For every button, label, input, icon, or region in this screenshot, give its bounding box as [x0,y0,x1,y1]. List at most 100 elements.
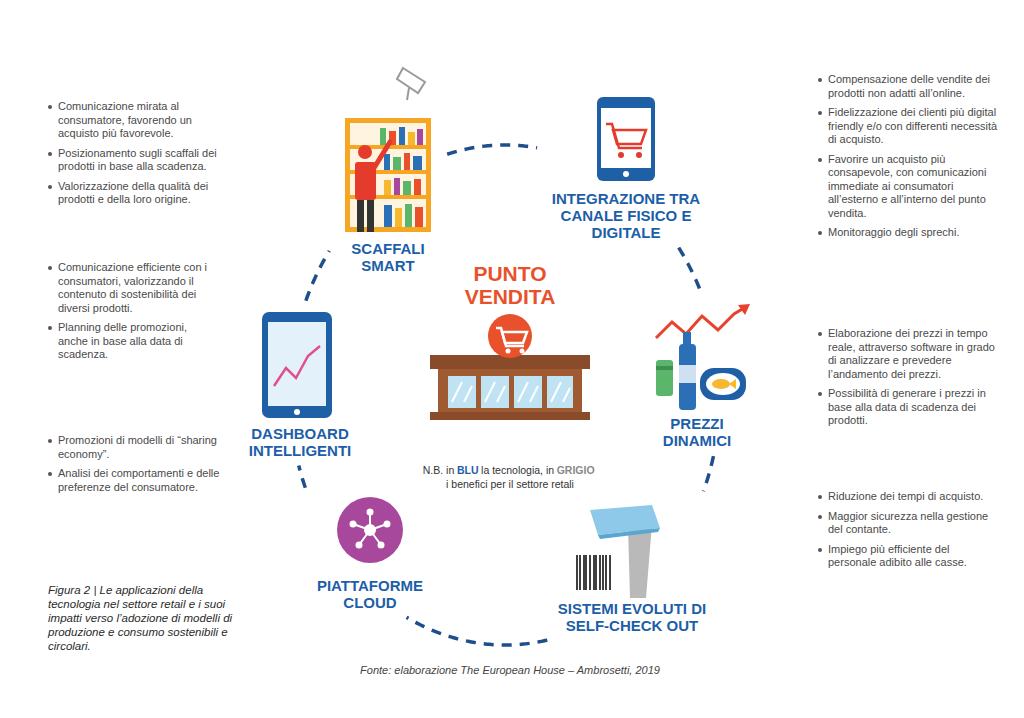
note-text: la tecnologia, in [481,464,554,476]
benefit-item-group: Comunicazione mirata al consumatore, fav… [48,100,220,213]
shelf-icon-part [374,142,390,168]
tech-node: SISTEMI EVOLUTI DI SELF-CHECK OUT [542,498,722,634]
icon-space [548,92,704,190]
benefit-item: Monitoraggio degli sprechi. [818,226,998,240]
price-icon-part [656,366,673,370]
figure-caption: Figura 2 | Le applicazioni della tecnolo… [48,583,238,653]
cloud-icon-part [364,524,376,536]
store-icon-part [514,376,542,408]
benefit-item: Possibilità di generare i prezzi in base… [818,387,998,428]
phone-icon-part [613,130,646,144]
shelf-icon-part [399,127,405,145]
price-icon-part [706,373,740,395]
shelf-icon-part [404,153,410,170]
cloud-icon-part [356,542,363,549]
tech-label: SISTEMI EVOLUTI DI SELF-CHECK OUT [546,600,718,634]
tech-node: SCAFFALI SMART [336,60,440,274]
benefit-item-group: Compensazione delle vendite dei prodotti… [818,73,998,246]
shelf-icon-part [384,205,392,227]
phone-icon-part [618,152,624,158]
store-icon-part [452,382,570,402]
icon-space [546,498,718,600]
benefit-item: Analisi dei comportamenti e delle prefer… [48,467,220,494]
icon-space [239,308,361,425]
shelf-icon-part [417,129,423,145]
ring-connector [447,145,537,154]
tablet-icon-part [294,409,300,415]
benefit-item: Planning delle promozioni, anche in base… [48,321,220,362]
scanner-icon-part [577,555,610,590]
icon-space [340,60,436,240]
icon-space [309,494,431,577]
phone-icon-part [636,152,642,158]
benefit-item: Riduzione dei tempi di acquisto. [818,490,998,504]
cloud-icon-part [337,497,403,563]
cloud-icon-part [378,542,385,549]
price-icon-part [738,304,750,315]
benefit-item: Fidelizzazione dei clienti più digital f… [818,106,998,147]
price-icon-part [700,368,746,400]
shelf-icon-part [355,162,376,200]
price-icon-part [656,360,673,396]
source-note-group: Fonte: elaborazione The European House –… [300,664,720,676]
note-text-group: N.B. inBLUla tecnologia, inGRIGIOi benef… [380,460,640,491]
cloud-icon [337,497,403,563]
shelf-icon-part [403,181,411,195]
store-icon-part [438,369,582,413]
benefit-item: Comunicazione efficiente con i consumato… [48,261,220,315]
cloud-icon-part [384,521,391,528]
tech-label: PIATTAFORME CLOUD [309,577,431,611]
ring-connector [306,251,329,301]
shelf-icon-part [367,200,374,232]
shelf-icon-part [408,132,415,145]
benefit-item-group: Promozioni di modelli di “sharing econom… [48,434,220,500]
scanner-icon-part [598,528,660,539]
tech-node: INTEGRAZIONE TRA CANALE FISICO E DIGITAL… [544,92,708,241]
shelf-icon [345,68,431,232]
cloud-icon-part [350,521,357,528]
shelf-icon-part [407,88,409,100]
shelf-icon-part [395,208,402,227]
note-text: GRIGIO [557,464,595,476]
shelf-icon-part [413,156,422,170]
scanner-icon [577,505,660,598]
store-icon-part [506,349,511,354]
tablet-icon [262,312,332,418]
price-icon [656,304,750,410]
tech-label: SCAFFALI SMART [340,240,436,274]
price-icon-part [679,365,696,383]
shelf-icon-part [415,207,423,227]
phone-icon-part [597,97,655,181]
shelf-icon-part [384,180,391,195]
shelf-icon-part [405,204,412,227]
note-text: i benefici per il settore retali [380,478,640,491]
benefit-item-group: Riduzione dei tempi di acquisto. Maggior … [818,490,998,576]
phone-icon [597,97,655,181]
tech-node: PIATTAFORME CLOUD [305,494,435,611]
icon-space [648,300,746,415]
shelf-icon-part [380,128,386,145]
center-title: PUNTO VENDITA [445,262,575,308]
benefit-item: Impiego più efficiente del personale adi… [818,543,998,570]
shelf-icon-part [394,178,400,195]
tech-label: INTEGRAZIONE TRA CANALE FISICO E DIGITAL… [548,190,704,241]
benefit-item: Promozioni di modelli di “sharing econom… [48,434,220,461]
ring-connector [299,466,306,488]
center-title-group: PUNTO VENDITA [445,262,575,308]
phone-icon-part [623,171,629,177]
tablet-icon-part [274,346,320,386]
note-text: N.B. in [423,464,455,476]
price-icon-part [679,344,696,410]
shelf-icon-part [393,157,401,170]
store-icon-part [448,376,476,408]
benefit-item: Maggior sicurezza nella gestione del con… [818,510,998,537]
store-icon-part [488,314,532,358]
tablet-icon-part [262,312,332,418]
shelf-icon-part [384,154,390,170]
price-icon-part [683,332,691,345]
benefit-item: Favorire un acquisto più consapevole, co… [818,153,998,221]
benefit-item-group: Comunicazione efficiente con i consumato… [48,261,220,368]
store-icon-part [502,332,527,343]
ring-connector [679,248,702,294]
